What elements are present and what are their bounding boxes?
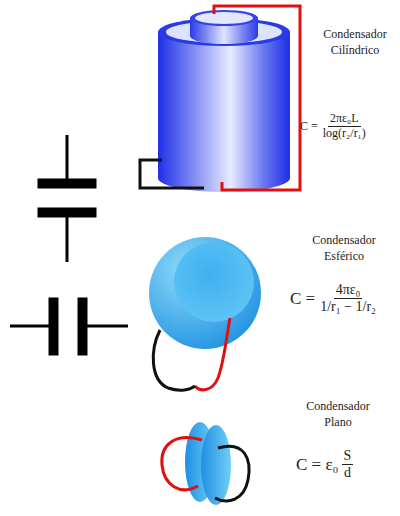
- capacitor-symbol: [10, 298, 128, 355]
- capacitance-formula: C =2πε₀Llog(r₂/r₁): [300, 112, 368, 141]
- spherical-capacitor: [149, 237, 261, 390]
- capacitance-formula: C =4πε₀1/r₁ − 1/r₂: [290, 282, 378, 315]
- formula-lhs: C = ε₀: [296, 455, 339, 475]
- fraction: 2πε₀Llog(r₂/r₁): [321, 112, 368, 141]
- fraction: 4πε₀1/r₁ − 1/r₂: [318, 282, 378, 315]
- fraction-numerator: 4πε₀: [334, 282, 363, 299]
- fraction-denominator: 1/r₁ − 1/r₂: [318, 299, 378, 315]
- fraction-denominator: d: [342, 465, 353, 481]
- fraction: Sd: [342, 448, 354, 481]
- capacitor-name: Condensador Cilíndrico: [315, 26, 395, 58]
- capacitor-name: Condensador Plano: [298, 398, 378, 430]
- fraction-numerator: 2πε₀L: [328, 112, 361, 127]
- fraction-numerator: S: [342, 448, 354, 465]
- formula-lhs: C =: [290, 289, 315, 309]
- capacitance-formula: C = ε₀Sd: [296, 448, 353, 481]
- cylindrical-capacitor: [140, 6, 300, 192]
- formula-lhs: C =: [300, 119, 318, 134]
- capacitor-symbol: [38, 135, 96, 262]
- fraction-denominator: log(r₂/r₁): [321, 127, 368, 141]
- plane-capacitor: [162, 422, 249, 505]
- capacitor-name: Condensador Esférico: [304, 232, 384, 264]
